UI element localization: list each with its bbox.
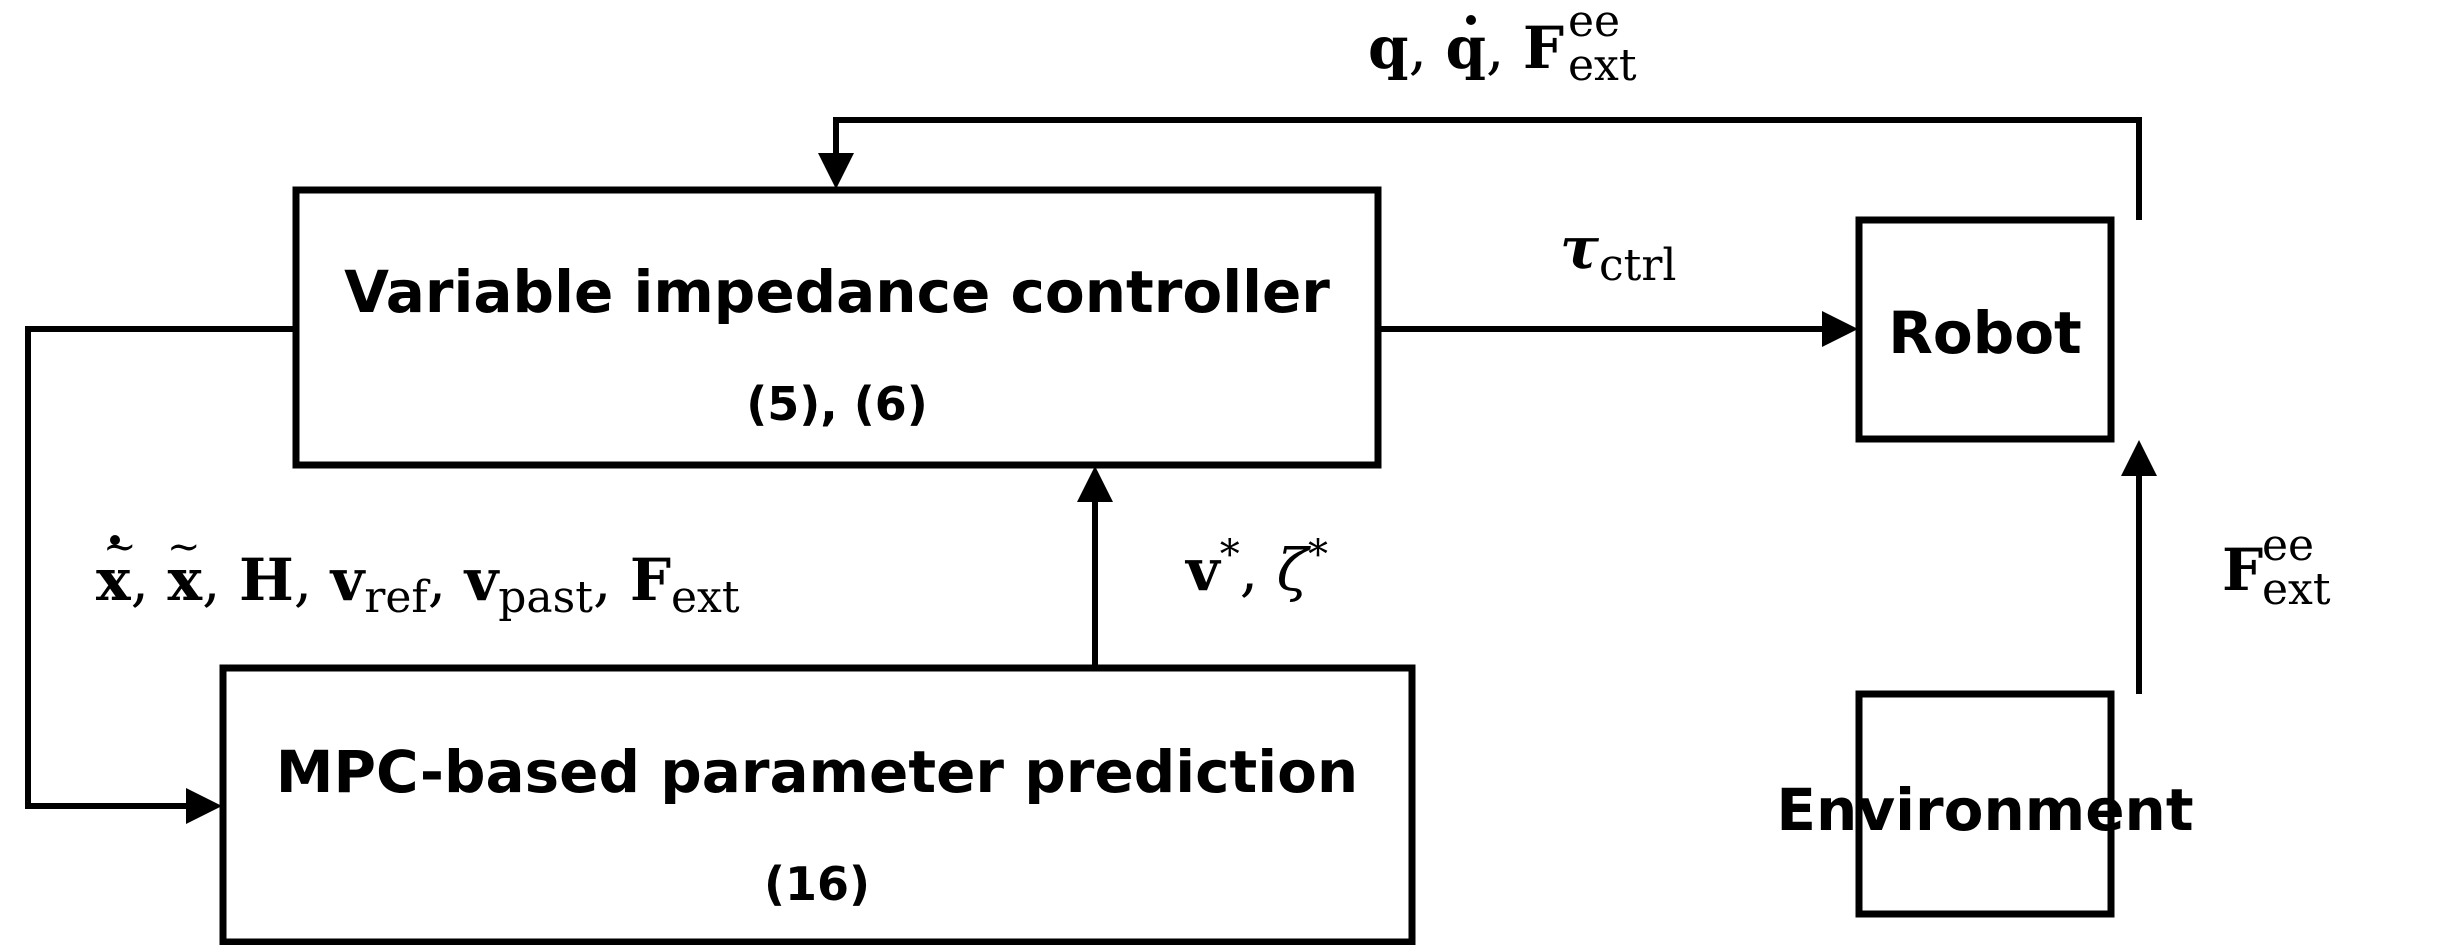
controller-block: Variable impedance controller (5), (6) (292, 186, 1382, 469)
mpc-title: MPC-based parameter prediction (276, 738, 1358, 806)
controller-title: Variable impedance controller (344, 258, 1330, 326)
environment-block: Environment (1776, 690, 2194, 918)
mpc-inputs-label: x, x, H, vref, vpast, Fext ~ ~ (96, 524, 740, 623)
mpc-block: MPC-based parameter prediction (16) (219, 664, 1416, 945)
controller-ref: (5), (6) (746, 377, 928, 431)
mpc-ref: (16) (764, 857, 870, 911)
svg-text:ee: ee (1568, 0, 1620, 47)
robot-block: Robot (1855, 216, 2115, 443)
svg-text:q, q, F: q, q, F (1368, 14, 1564, 82)
svg-text:ext: ext (2262, 564, 2331, 615)
torque-label: τctrl (1560, 214, 1676, 291)
tilde-marks: ~ (103, 524, 137, 570)
svg-text:ee: ee (2262, 520, 2314, 571)
feedback-label: q, q, F ee ext (1368, 0, 1637, 91)
state-loop-wire (25, 326, 296, 824)
svg-text:ext: ext (1568, 40, 1637, 91)
svg-text:F: F (2222, 536, 2263, 604)
svg-text:v*, ζ*: v*, ζ* (1184, 532, 1328, 604)
svg-text:τctrl: τctrl (1560, 214, 1676, 291)
qdot-dot (1466, 15, 1476, 25)
svg-text:~: ~ (167, 524, 201, 570)
environment-force-label: F ee ext (2222, 520, 2331, 615)
mpc-outputs-label: v*, ζ* (1184, 532, 1328, 604)
environment-title: Environment (1776, 776, 2193, 844)
robot-title: Robot (1888, 299, 2082, 367)
svg-text:x, x, H, vref, vpast, Fext: x, x, H, vref, vpast, Fext (96, 546, 740, 623)
feedback-wire (818, 117, 2142, 220)
xdot-dot (110, 535, 120, 545)
